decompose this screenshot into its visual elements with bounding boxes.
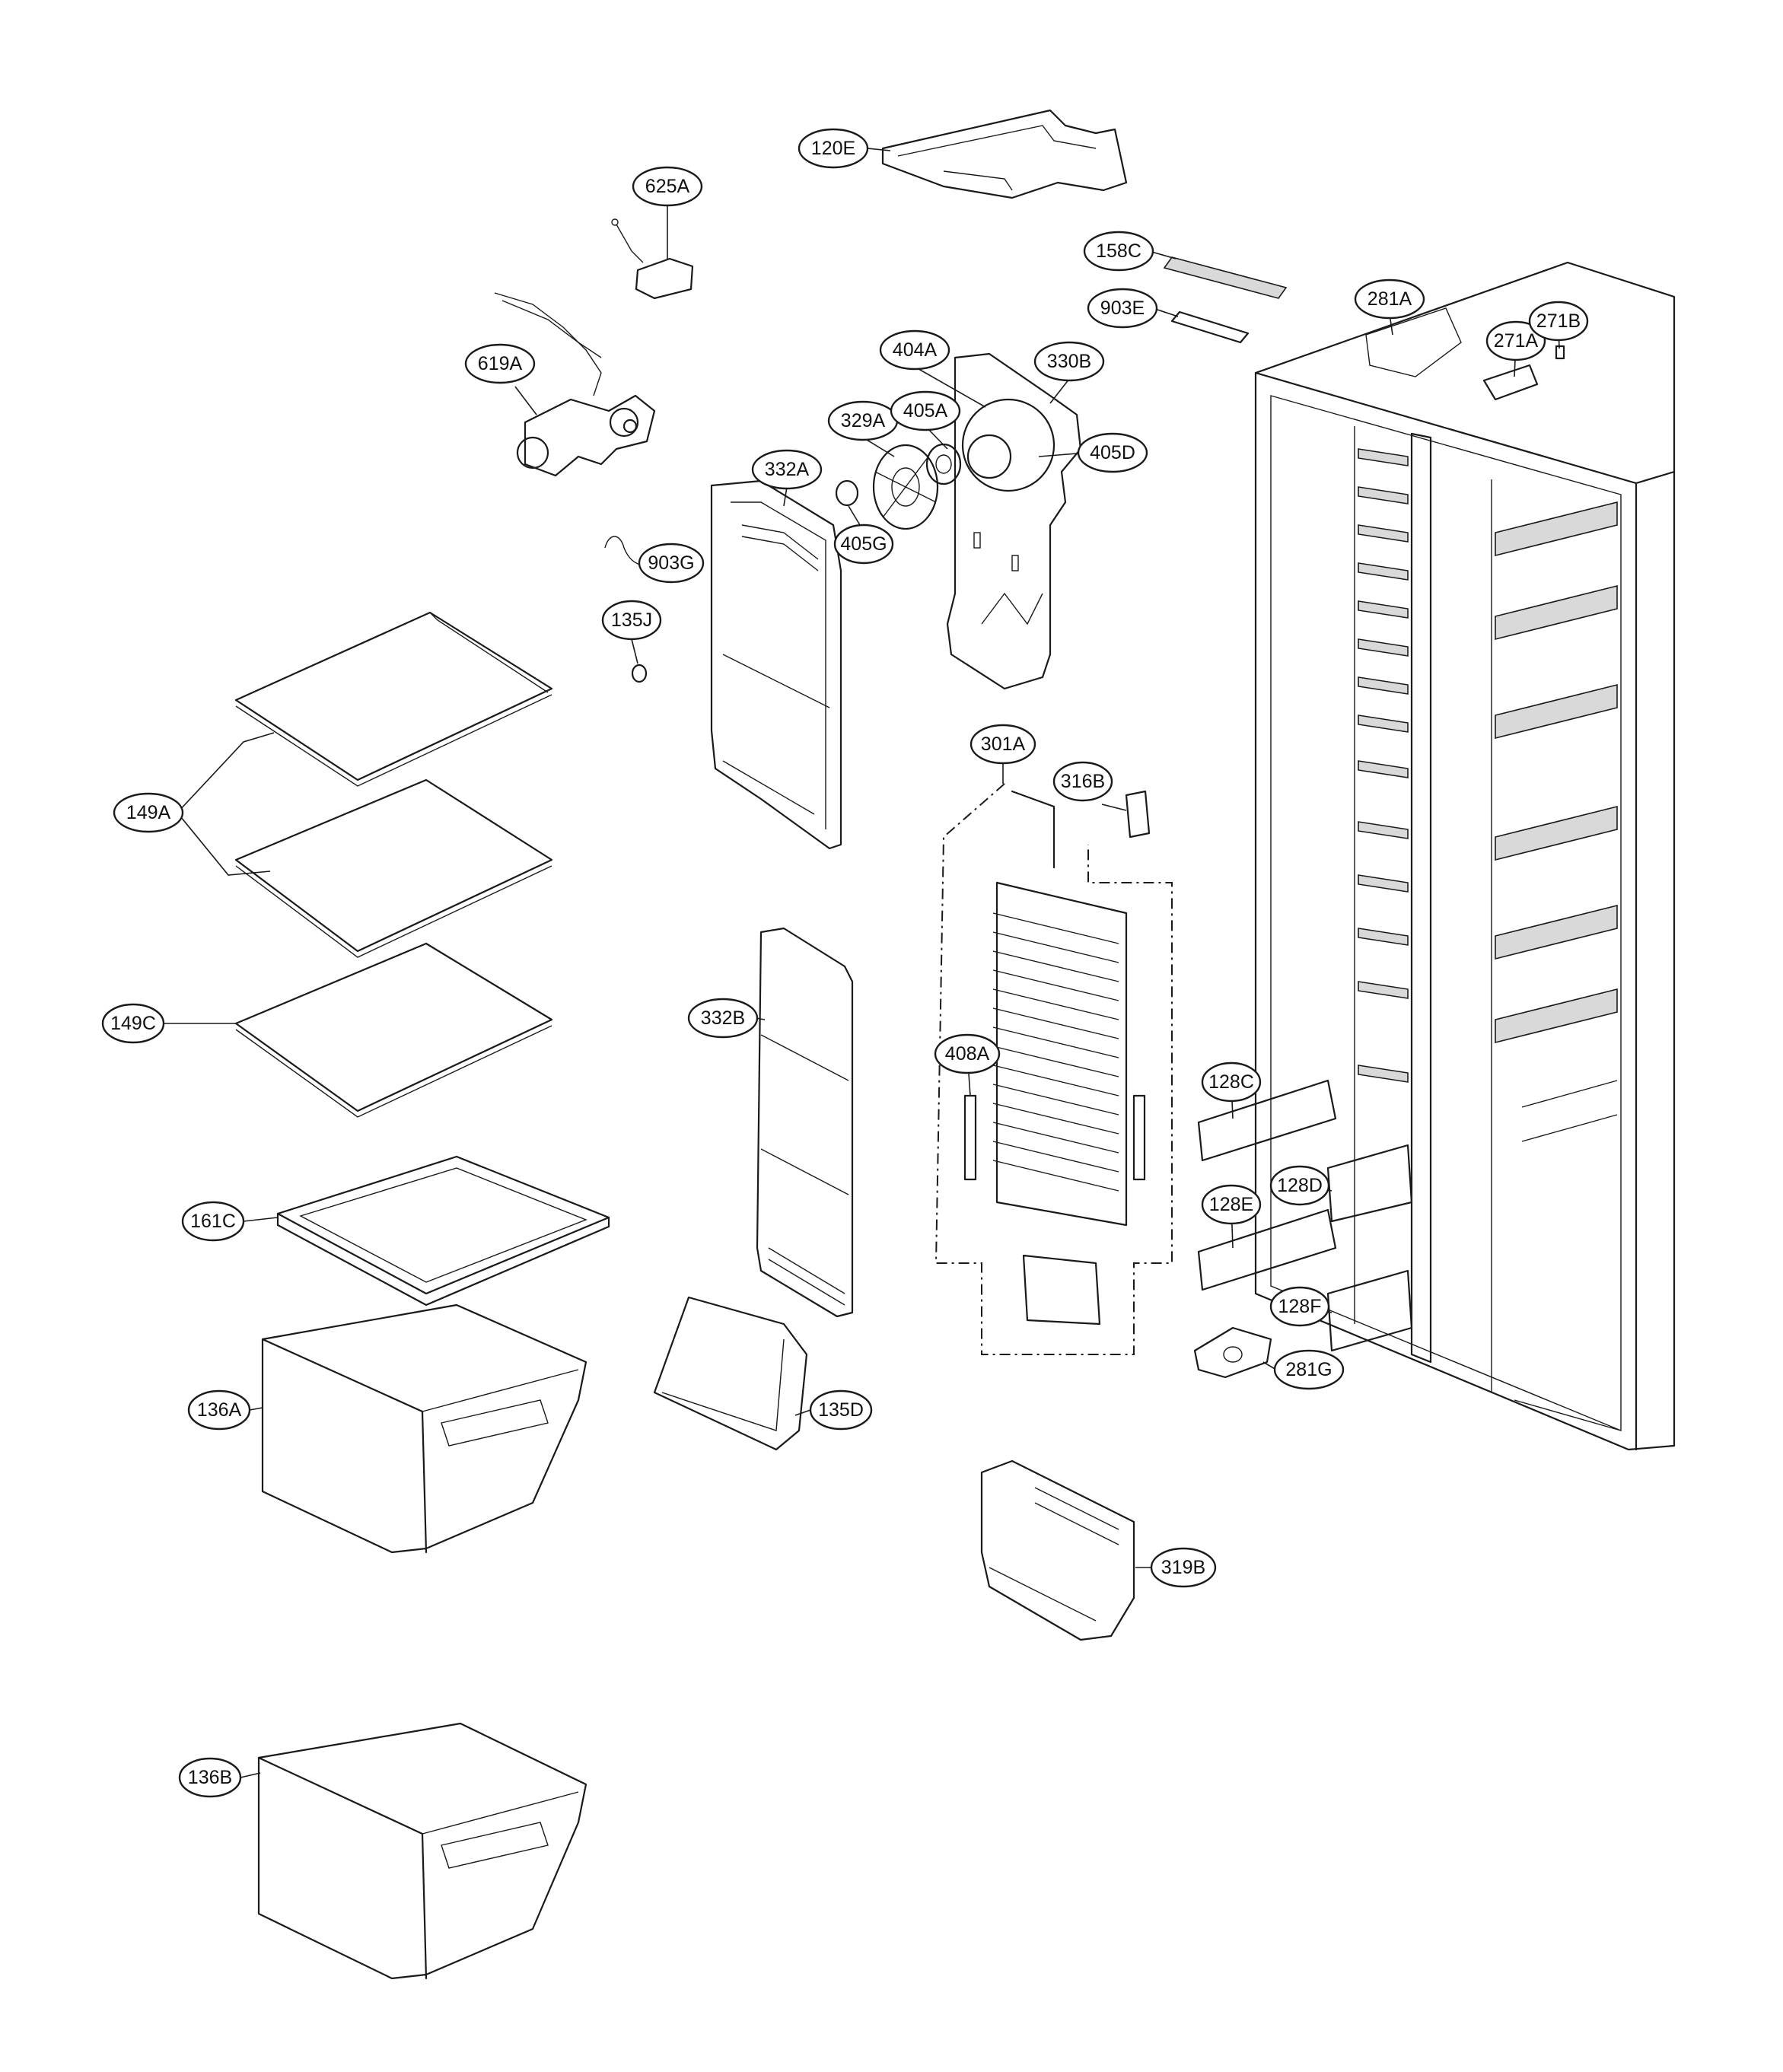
- callout-128F: 128F: [1269, 1286, 1330, 1327]
- part-271A-bracket: [1482, 364, 1539, 401]
- part-408A-heater-left: [963, 1094, 977, 1181]
- part-625A-sensor: [611, 218, 694, 300]
- callout-404A: 404A: [879, 329, 950, 371]
- callout-128C-text: 128C: [1208, 1071, 1254, 1093]
- callout-281A: 281A: [1354, 278, 1425, 320]
- callout-135J-text: 135J: [611, 610, 652, 631]
- callout-149C-text: 149C: [110, 1013, 156, 1034]
- callout-135J: 135J: [601, 600, 662, 641]
- callout-149A-text: 149A: [126, 802, 171, 823]
- part-281G-bracket: [1193, 1326, 1272, 1379]
- callout-281A-text: 281A: [1367, 288, 1412, 310]
- part-408A-heater-right: [1132, 1094, 1146, 1181]
- callout-161C: 161C: [181, 1201, 245, 1242]
- part-281A-cabinet: [1254, 261, 1676, 1451]
- callout-281G-text: 281G: [1285, 1359, 1332, 1380]
- part-128E-rail: [1197, 1208, 1337, 1291]
- part-903E-pad: [1170, 310, 1250, 344]
- callout-135D-text: 135D: [818, 1399, 864, 1421]
- callout-281G: 281G: [1273, 1349, 1345, 1390]
- callout-316B: 316B: [1052, 761, 1113, 802]
- callout-271B: 271B: [1528, 301, 1589, 342]
- callout-316B-text: 316B: [1061, 771, 1105, 792]
- callout-330B: 330B: [1033, 341, 1105, 382]
- callout-158C-text: 158C: [1096, 240, 1141, 262]
- callout-128D: 128D: [1269, 1165, 1330, 1206]
- callout-136A: 136A: [187, 1389, 251, 1431]
- part-405G-grommet: [835, 479, 859, 507]
- callout-619A: 619A: [464, 343, 536, 384]
- part-120E-duct-cover: [881, 109, 1128, 199]
- callout-329A: 329A: [827, 400, 899, 441]
- part-128C-rail: [1197, 1079, 1337, 1162]
- part-329A-fan-blade: [872, 444, 939, 530]
- callout-405D: 405D: [1077, 432, 1148, 473]
- part-135D-tray: [653, 1296, 808, 1451]
- part-158C-strip: [1163, 256, 1288, 299]
- callout-149C: 149C: [101, 1003, 165, 1044]
- callout-136B-text: 136B: [188, 1767, 232, 1788]
- part-128D-hinge: [1326, 1144, 1413, 1223]
- part-316B-sensor: [1125, 790, 1151, 839]
- callout-619A-text: 619A: [478, 353, 523, 374]
- callout-405D-text: 405D: [1090, 442, 1135, 463]
- callout-903E-text: 903E: [1100, 298, 1145, 319]
- callout-329A-text: 329A: [841, 410, 886, 431]
- leader-lines: [161, 148, 1560, 1778]
- callout-332B-text: 332B: [701, 1007, 745, 1029]
- part-319B-lower-cover: [980, 1459, 1135, 1641]
- callout-903G: 903G: [638, 543, 705, 584]
- callout-128D-text: 128D: [1277, 1175, 1323, 1196]
- part-619A-water-valve: [494, 292, 656, 477]
- callout-625A-text: 625A: [645, 176, 690, 197]
- callout-158C: 158C: [1083, 231, 1154, 272]
- callout-136B: 136B: [178, 1757, 242, 1798]
- part-149A-shelf-upper: [234, 611, 553, 787]
- part-330B-fan-housing: [946, 352, 1082, 690]
- part-135J-cap: [631, 664, 648, 683]
- callout-271B-text: 271B: [1536, 310, 1581, 332]
- part-149C-shelf: [234, 942, 553, 1118]
- callout-271A-text: 271A: [1494, 330, 1539, 352]
- callout-332A-text: 332A: [765, 459, 810, 480]
- part-136B-crisper-drawer: [257, 1722, 587, 1980]
- part-301A-evaporator: [934, 783, 1173, 1355]
- callout-128E-text: 128E: [1209, 1194, 1253, 1215]
- callout-135D: 135D: [809, 1389, 873, 1431]
- callout-319B-text: 319B: [1161, 1557, 1205, 1578]
- callout-120E-text: 120E: [811, 138, 855, 159]
- callout-332B: 332B: [687, 998, 759, 1039]
- callout-161C-text: 161C: [190, 1211, 236, 1232]
- callout-332A: 332A: [751, 449, 823, 490]
- callout-405A: 405A: [890, 390, 961, 431]
- callout-271A: 271A: [1485, 320, 1546, 361]
- callout-408A-text: 408A: [945, 1043, 990, 1065]
- callout-405G-text: 405G: [840, 533, 887, 555]
- callout-903G-text: 903G: [648, 552, 694, 574]
- callout-625A: 625A: [632, 166, 703, 207]
- callout-330B-text: 330B: [1047, 351, 1091, 372]
- part-161C-crisper-cover: [276, 1155, 610, 1307]
- part-128F-hinge: [1326, 1269, 1413, 1352]
- part-271B-screw: [1555, 345, 1565, 360]
- callout-149A: 149A: [113, 792, 184, 833]
- callout-408A: 408A: [934, 1033, 1001, 1074]
- callout-405G: 405G: [833, 524, 894, 565]
- callout-128C: 128C: [1201, 1061, 1262, 1103]
- part-332B-back-panel: [756, 927, 854, 1318]
- callout-301A: 301A: [970, 724, 1036, 765]
- callout-128E: 128E: [1201, 1184, 1262, 1225]
- part-332A-cover-panel: [710, 479, 842, 850]
- callout-136A-text: 136A: [197, 1399, 242, 1421]
- callout-405A-text: 405A: [903, 400, 948, 422]
- callout-301A-text: 301A: [981, 734, 1026, 755]
- callout-120E: 120E: [798, 128, 869, 169]
- part-136A-crisper-drawer: [261, 1303, 587, 1554]
- callout-319B: 319B: [1150, 1547, 1217, 1588]
- callout-404A-text: 404A: [893, 339, 938, 361]
- callout-903E: 903E: [1087, 288, 1158, 329]
- part-149A-shelf-lower: [234, 778, 553, 958]
- callout-128F-text: 128F: [1278, 1296, 1322, 1317]
